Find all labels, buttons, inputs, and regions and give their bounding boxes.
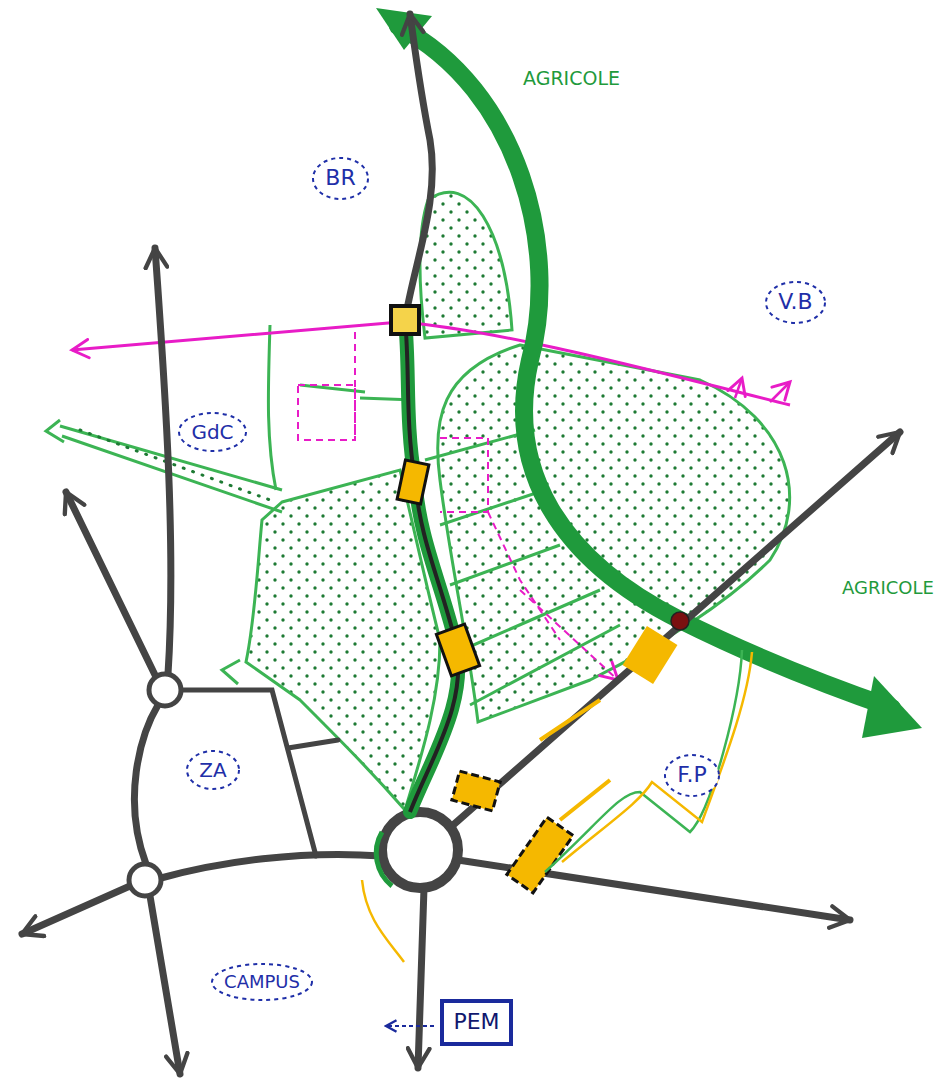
magenta-link <box>72 322 790 680</box>
zone-code: BR <box>325 166 355 190</box>
roads <box>22 14 900 1074</box>
zone-code: PEM <box>453 1010 499 1034</box>
zone-code: GdC <box>191 421 233 443</box>
green-areas <box>46 192 790 810</box>
zone-code: CAMPUS <box>224 972 300 992</box>
zone-marker: F.P <box>663 753 721 798</box>
zone-marker: V.B <box>764 280 827 325</box>
station-box: PEM <box>440 999 513 1046</box>
zone-code: V.B <box>778 290 812 314</box>
green-corridor <box>376 8 922 738</box>
zone-marker: CAMPUS <box>210 962 314 1002</box>
zone-marker: BR <box>311 156 370 201</box>
zone-marker: GdC <box>177 411 248 453</box>
zone-marker: ZA <box>185 749 241 791</box>
central-axis <box>376 320 458 886</box>
zone-code: F.P <box>677 763 706 787</box>
pem-arrow <box>386 1025 434 1027</box>
zone-code: ZA <box>199 759 226 781</box>
land-use-label: AGRICOLE <box>842 578 934 598</box>
yellow-sites <box>362 306 752 962</box>
land-use-label: AGRICOLE <box>523 68 620 89</box>
